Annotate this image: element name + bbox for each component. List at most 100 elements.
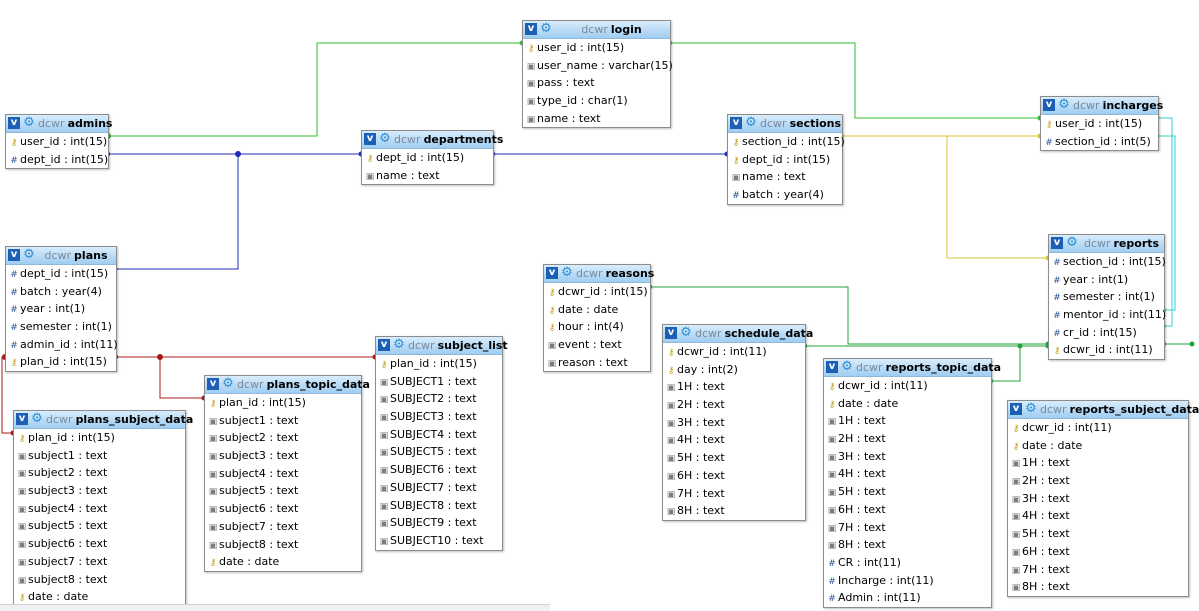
gear-icon[interactable]: ⚙: [379, 131, 391, 146]
gear-icon[interactable]: ⚙: [745, 115, 757, 130]
column-row[interactable]: ▣pass : text: [523, 74, 670, 92]
column-row[interactable]: #mentor_id : int(11): [1049, 306, 1166, 324]
gear-icon[interactable]: ⚙: [31, 411, 43, 426]
column-row[interactable]: #Admin : int(11): [824, 589, 991, 607]
column-row[interactable]: ▣2H : text: [1008, 472, 1188, 490]
toggle-icon[interactable]: v: [546, 267, 558, 279]
column-row[interactable]: ▣subject6 : text: [14, 535, 185, 553]
toggle-icon[interactable]: v: [207, 378, 219, 390]
column-row[interactable]: ⚷user_id : int(15): [1041, 115, 1158, 133]
column-row[interactable]: ▣1H : text: [824, 412, 991, 430]
column-row[interactable]: ▣subject1 : text: [205, 412, 361, 430]
column-row[interactable]: ▣5H : text: [663, 449, 805, 467]
column-row[interactable]: ▣6H : text: [1008, 543, 1188, 561]
column-row[interactable]: #section_id : int(5): [1041, 133, 1158, 151]
column-row[interactable]: #batch : year(4): [728, 186, 842, 204]
column-row[interactable]: ▣subject5 : text: [205, 482, 361, 500]
horizontal-scrollbar[interactable]: [0, 604, 550, 611]
column-row[interactable]: ⚷user_id : int(15): [6, 133, 108, 151]
column-row[interactable]: ⚷date : date: [1008, 437, 1188, 455]
column-row[interactable]: ▣1H : text: [663, 378, 805, 396]
column-row[interactable]: #dept_id : int(15): [6, 151, 108, 169]
column-row[interactable]: ▣8H : text: [663, 502, 805, 520]
column-row[interactable]: ▣subject6 : text: [205, 500, 361, 518]
column-row[interactable]: ▣3H : text: [1008, 490, 1188, 508]
column-row[interactable]: ▣subject5 : text: [14, 517, 185, 535]
column-row[interactable]: ⚷date : date: [824, 395, 991, 413]
column-row[interactable]: ▣5H : text: [1008, 525, 1188, 543]
toggle-icon[interactable]: v: [8, 117, 20, 129]
column-row[interactable]: ⚷dcwr_id : int(11): [663, 343, 805, 361]
column-row[interactable]: ▣SUBJECT2 : text: [376, 390, 502, 408]
column-row[interactable]: #semester : int(1): [6, 318, 116, 336]
column-row[interactable]: ▣4H : text: [1008, 507, 1188, 525]
column-row[interactable]: ▣subject2 : text: [14, 464, 185, 482]
column-row[interactable]: ▣3H : text: [663, 414, 805, 432]
column-row[interactable]: ▣7H : text: [1008, 561, 1188, 579]
column-row[interactable]: ⚷section_id : int(15): [728, 133, 845, 151]
gear-icon[interactable]: ⚙: [1025, 401, 1037, 416]
toggle-icon[interactable]: v: [1043, 99, 1055, 111]
column-row[interactable]: ▣4H : text: [824, 465, 991, 483]
column-row[interactable]: ▣subject2 : text: [205, 429, 361, 447]
column-row[interactable]: ▣8H : text: [1008, 578, 1188, 596]
column-row[interactable]: ⚷dcwr_id : int(11): [1049, 341, 1164, 359]
column-row[interactable]: ⚷hour : int(4): [544, 318, 650, 336]
column-row[interactable]: ▣SUBJECT5 : text: [376, 443, 502, 461]
toggle-icon[interactable]: v: [730, 117, 742, 129]
column-row[interactable]: ⚷day : int(2): [663, 361, 805, 379]
column-row[interactable]: #batch : year(4): [6, 283, 116, 301]
toggle-icon[interactable]: v: [1051, 237, 1063, 249]
column-row[interactable]: ▣user_name : varchar(15): [523, 57, 673, 75]
column-row[interactable]: ▣name : text: [362, 167, 493, 185]
column-row[interactable]: #admin_id : int(11): [6, 336, 117, 354]
column-row[interactable]: ▣name : text: [523, 110, 670, 128]
column-row[interactable]: ▣type_id : char(1): [523, 92, 670, 110]
column-row[interactable]: ▣SUBJECT9 : text: [376, 514, 502, 532]
toggle-icon[interactable]: v: [364, 133, 376, 145]
column-row[interactable]: #dept_id : int(15): [6, 265, 116, 283]
column-row[interactable]: ▣7H : text: [663, 485, 805, 503]
column-row[interactable]: ⚷plan_id : int(15): [14, 429, 185, 447]
column-row[interactable]: #section_id : int(15): [1049, 253, 1166, 271]
column-row[interactable]: ▣SUBJECT10 : text: [376, 532, 502, 550]
column-row[interactable]: ▣event : text: [544, 336, 650, 354]
column-row[interactable]: ⚷dcwr_id : int(11): [824, 377, 991, 395]
column-row[interactable]: #cr_id : int(15): [1049, 324, 1164, 342]
column-row[interactable]: ▣subject8 : text: [14, 571, 185, 589]
column-row[interactable]: ▣subject3 : text: [205, 447, 361, 465]
column-row[interactable]: ▣5H : text: [824, 483, 991, 501]
column-row[interactable]: ▣subject7 : text: [14, 553, 185, 571]
column-row[interactable]: ⚷dcwr_id : int(11): [1008, 419, 1188, 437]
gear-icon[interactable]: ⚙: [23, 115, 35, 130]
column-row[interactable]: ⚷plan_id : int(15): [376, 355, 502, 373]
column-row[interactable]: ▣6H : text: [663, 467, 805, 485]
column-row[interactable]: ▣subject1 : text: [14, 447, 185, 465]
column-row[interactable]: ▣2H : text: [824, 430, 991, 448]
gear-icon[interactable]: ⚙: [393, 337, 405, 352]
toggle-icon[interactable]: v: [665, 327, 677, 339]
column-row[interactable]: ▣SUBJECT6 : text: [376, 461, 502, 479]
column-row[interactable]: #semester : int(1): [1049, 288, 1164, 306]
column-row[interactable]: ▣4H : text: [663, 431, 805, 449]
column-row[interactable]: ⚷plan_id : int(15): [205, 394, 361, 412]
column-row[interactable]: ▣subject8 : text: [205, 536, 361, 554]
gear-icon[interactable]: ⚙: [1066, 235, 1078, 250]
column-row[interactable]: ▣name : text: [728, 168, 842, 186]
column-row[interactable]: ▣7H : text: [824, 519, 991, 537]
